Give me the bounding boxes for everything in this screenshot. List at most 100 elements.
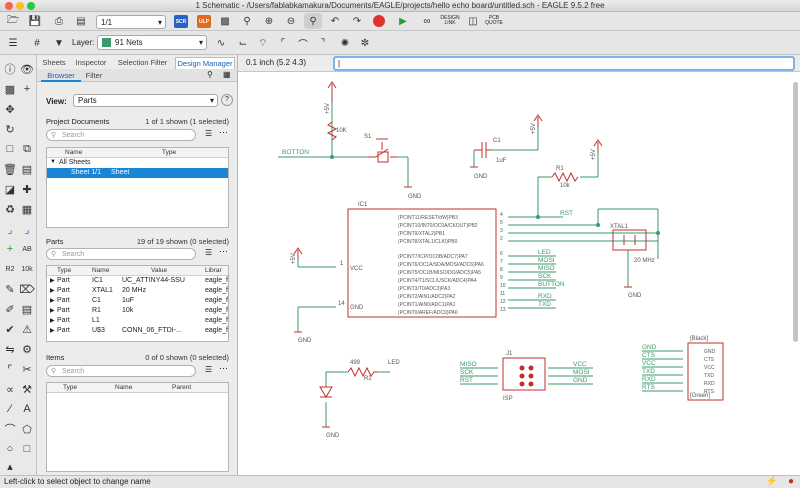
isp-label-vcc[interactable]: VCC: [573, 361, 587, 368]
minimize-window-button[interactable]: [16, 2, 24, 10]
net-label-button[interactable]: BUTTON: [538, 281, 565, 288]
schematic-canvas[interactable]: BOTTON RST LED MOSI MISO SCK BUTTON RXD …: [238, 72, 800, 475]
pcb-quote-label[interactable]: PCB QUOTE: [485, 15, 503, 26]
polygon-icon[interactable]: ⬠: [22, 423, 32, 436]
net-label-rxd[interactable]: RXD: [538, 293, 552, 300]
project-documents-search[interactable]: ⚲Search: [46, 129, 196, 141]
net-icon[interactable]: ⌟: [7, 223, 13, 236]
net-label-sck[interactable]: SCK: [538, 273, 552, 280]
arc-icon[interactable]: ⌒: [4, 424, 16, 436]
tab-design-manager[interactable]: Design Manager: [175, 57, 235, 69]
zoom-in-icon[interactable]: ⊕: [264, 15, 274, 27]
script-button[interactable]: SCR: [174, 15, 188, 28]
tab-sheets[interactable]: Sheets: [42, 58, 66, 67]
attribute-icon[interactable]: ⚙: [22, 343, 32, 356]
rotate-icon[interactable]: ↻: [5, 123, 15, 136]
ftdi-net-txd[interactable]: TXD: [642, 368, 655, 375]
expand-icon[interactable]: ▶: [50, 308, 55, 314]
search-icon[interactable]: ⚲: [207, 70, 213, 79]
expand-icon[interactable]: ▼: [50, 159, 56, 165]
subtab-browser[interactable]: Browser: [41, 70, 81, 82]
display-icon[interactable]: ▩: [4, 83, 16, 96]
zoom-fit-icon[interactable]: ⚲: [243, 15, 251, 27]
mirror-icon[interactable]: ◪: [4, 183, 16, 196]
modify-icon[interactable]: ⚒: [22, 383, 32, 396]
zoom-area-icon[interactable]: ⚲: [304, 13, 322, 29]
more-icon[interactable]: ⋯: [219, 246, 228, 256]
subtab-filter[interactable]: Filter: [85, 71, 103, 80]
show-icon[interactable]: 👁: [20, 63, 34, 76]
net-class-icon[interactable]: ✺: [340, 37, 350, 49]
cam-processor-icon[interactable]: ▤: [76, 15, 86, 27]
delete-icon[interactable]: 🗑: [3, 163, 17, 176]
bend-90-icon[interactable]: ⌙: [238, 37, 248, 49]
smash-icon[interactable]: ✎: [5, 283, 15, 296]
canvas-scrollbar[interactable]: [793, 82, 798, 342]
grid-icon[interactable]: #: [34, 37, 40, 49]
schematic-drawing[interactable]: BOTTON RST LED MOSI MISO SCK BUTTON RXD …: [238, 72, 800, 475]
parts-search[interactable]: ⚲Search: [46, 248, 196, 260]
filter-icon[interactable]: ☰: [205, 365, 213, 374]
net-label-miso[interactable]: MISO: [538, 265, 555, 272]
bend-straight-icon[interactable]: ⌜: [280, 37, 286, 49]
net-label-txd[interactable]: TXD: [538, 301, 551, 308]
lightning-icon[interactable]: ⚡: [765, 476, 778, 487]
pin-swap-icon[interactable]: ⇋: [5, 343, 15, 356]
design-link-icon[interactable]: ∞: [423, 15, 431, 27]
isp-label-gnd[interactable]: GND: [573, 377, 588, 384]
ulp-button[interactable]: ULP: [197, 15, 211, 28]
name-icon[interactable]: R2: [5, 265, 15, 273]
table-row[interactable]: ▼All Sheets: [47, 158, 228, 168]
bus-icon[interactable]: ⌟: [24, 223, 30, 236]
expand-icon[interactable]: ▶: [50, 278, 55, 284]
filter-icon[interactable]: ☰: [205, 248, 213, 257]
paste-icon[interactable]: ▤: [21, 163, 33, 176]
print-icon[interactable]: ⎙: [55, 15, 63, 27]
change-icon[interactable]: ✐: [5, 303, 15, 316]
isp-label-mosi[interactable]: MOSI: [573, 369, 590, 376]
stop-icon[interactable]: ●: [787, 476, 794, 487]
wire-bend-icon[interactable]: ∿: [216, 37, 226, 49]
isp-label-sck[interactable]: SCK: [460, 369, 474, 376]
info-icon[interactable]: ⓘ: [4, 64, 16, 76]
layer-settings-icon[interactable]: ▩: [220, 15, 230, 27]
move-icon[interactable]: ✥: [5, 103, 15, 116]
design-link-label[interactable]: DESIGN LINK: [440, 15, 460, 26]
text-icon[interactable]: A: [23, 403, 31, 415]
net-label-rst[interactable]: RST: [560, 210, 573, 217]
expand-icon[interactable]: ▶: [50, 318, 55, 324]
info-toolbar-icon[interactable]: ☰: [8, 37, 18, 49]
errors-icon[interactable]: ⚠: [22, 323, 32, 336]
ftdi-net-rxd[interactable]: RXD: [642, 376, 656, 383]
net-label-botton[interactable]: BOTTON: [282, 149, 309, 156]
net-label-mosi[interactable]: MOSI: [538, 257, 555, 264]
command-input[interactable]: |: [333, 56, 795, 71]
more-tools-icon[interactable]: ▴: [7, 460, 13, 473]
help-icon[interactable]: ?: [221, 94, 233, 106]
mark-icon[interactable]: +: [23, 83, 31, 95]
net-label-led[interactable]: LED: [538, 249, 551, 256]
pcb-quote-icon[interactable]: ◫: [468, 15, 478, 27]
miter-icon[interactable]: ⌜: [7, 363, 13, 376]
ftdi-net-vcc[interactable]: VCC: [642, 360, 656, 367]
save-icon[interactable]: 💾: [28, 15, 42, 27]
group-icon[interactable]: □: [6, 143, 14, 155]
isp-label-rst[interactable]: RST: [460, 377, 473, 384]
bend-free-icon[interactable]: ⌝: [320, 37, 326, 49]
redo-icon[interactable]: ↷: [352, 15, 362, 27]
ftdi-net-rts[interactable]: RTS: [642, 384, 656, 391]
erc-icon[interactable]: ✔: [5, 323, 15, 336]
junction-icon[interactable]: +: [6, 243, 14, 255]
filter-icon[interactable]: ☰: [205, 129, 213, 138]
expand-icon[interactable]: ▶: [50, 328, 55, 334]
tab-selection-filter[interactable]: Selection Filter: [117, 58, 168, 67]
zoom-out-icon[interactable]: ⊖: [286, 15, 296, 27]
items-search[interactable]: ⚲Search: [46, 365, 196, 377]
isp-label-miso[interactable]: MISO: [460, 361, 477, 368]
